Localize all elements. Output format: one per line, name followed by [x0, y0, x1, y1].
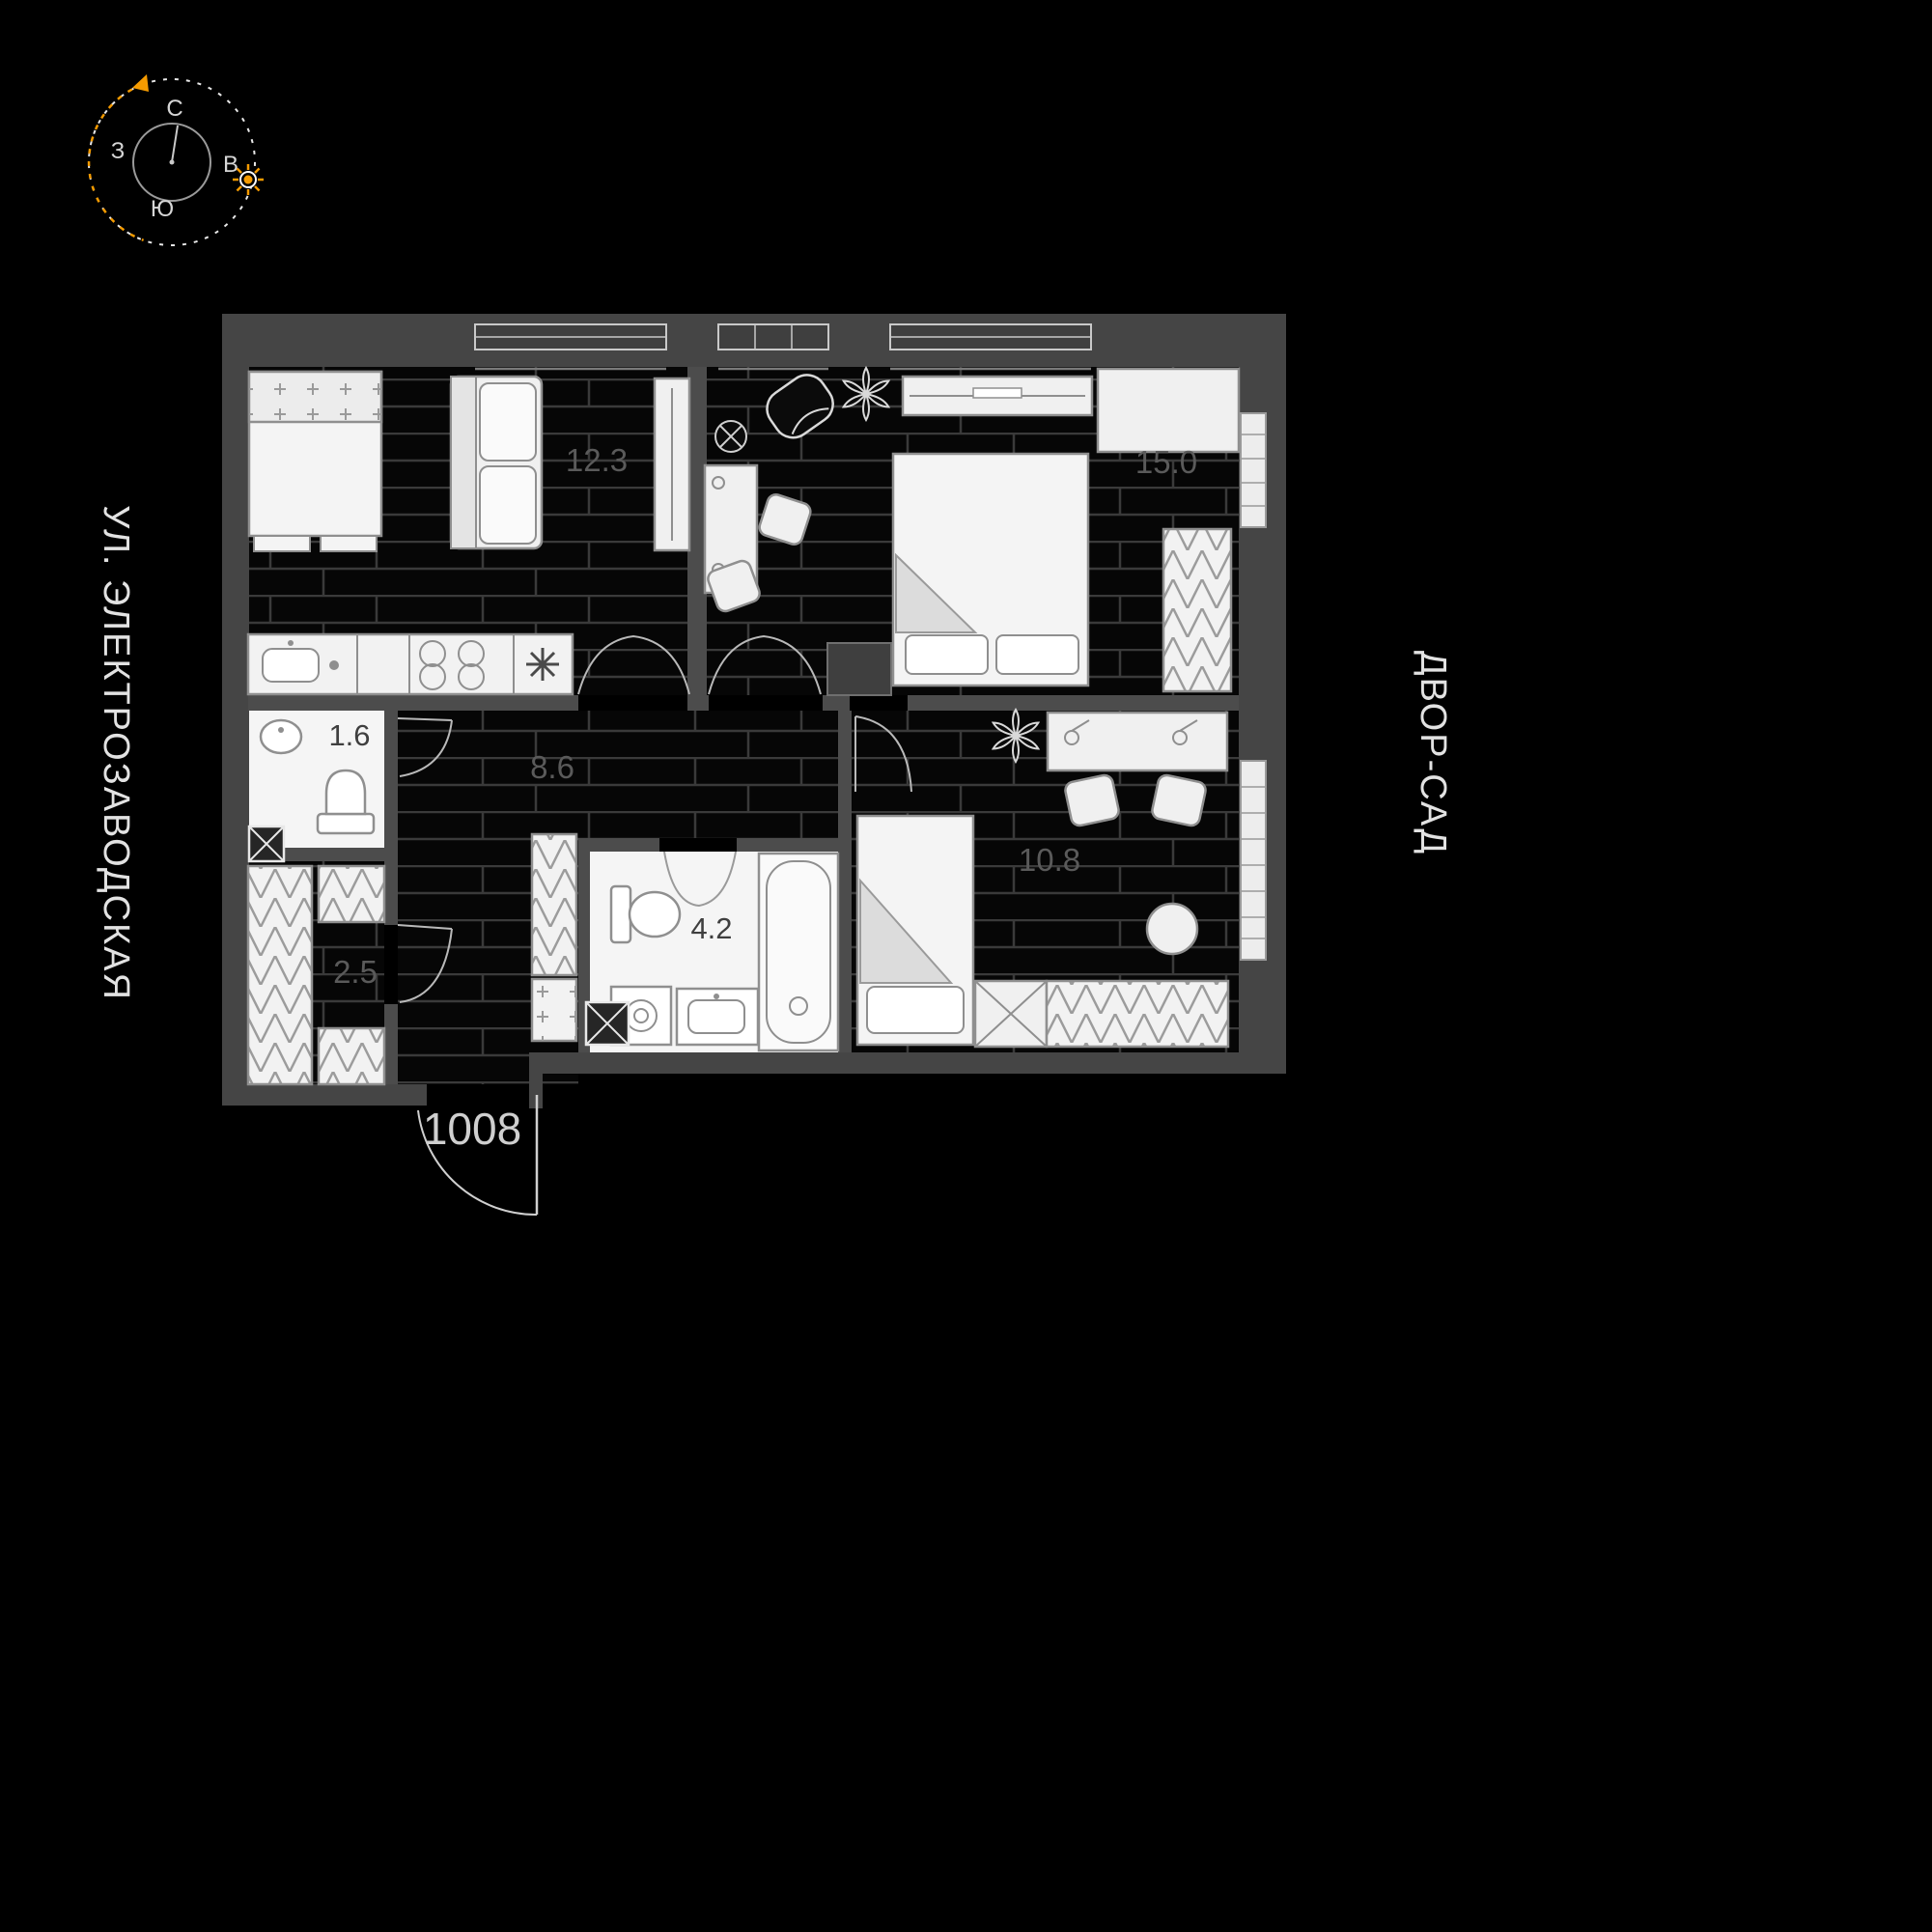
window-top-1 — [474, 323, 667, 371]
partition-row-c — [823, 695, 850, 711]
wardrobe-tall-hatched — [246, 864, 314, 1086]
bathtub — [757, 852, 840, 1052]
living-room-door-swing — [577, 634, 690, 695]
compass-needle — [171, 125, 179, 163]
hallway-floor — [398, 711, 838, 1084]
window-right-2 — [1240, 760, 1267, 961]
living-room-area-label: 12.3 — [566, 442, 628, 478]
partition-row-a — [248, 695, 578, 711]
partition-row-b — [687, 695, 709, 711]
window-top-2 — [889, 323, 1092, 371]
wardrobe-area-label: 2.5 — [333, 954, 378, 990]
tv-panel — [653, 377, 691, 552]
wardrobe-wall-lower — [384, 1004, 398, 1084]
hallway-area-label: 8.6 — [530, 749, 574, 785]
wc-right-wall — [384, 697, 398, 861]
electrical-panel — [530, 977, 578, 1043]
compass: С В Ю З — [87, 74, 264, 246]
sofa — [449, 375, 544, 550]
wc-bottom-wall — [248, 848, 398, 861]
compass-center-dot — [169, 159, 175, 165]
wc-door-swing — [399, 719, 453, 777]
bedroom-area-label: 15.0 — [1135, 444, 1197, 480]
entrance: 1008 — [417, 1095, 539, 1217]
ceiling-lamp-icon — [714, 420, 747, 453]
sun-path-arrow-icon — [132, 74, 149, 92]
sun-icon — [233, 164, 264, 195]
street-label-left: УЛ. ЭЛЕКТРОЗАВОДСКАЯ — [96, 505, 136, 1001]
sun-path-arc — [87, 83, 145, 241]
wc: 1.6 — [247, 718, 376, 863]
wardrobe-lower-hatched — [317, 1026, 386, 1086]
apartment-number: 1008 — [423, 1104, 521, 1154]
hallway: 8.6 — [530, 749, 578, 1043]
double-bed — [891, 452, 1090, 687]
desk-long — [1046, 711, 1229, 772]
compass-east-label: В — [223, 152, 238, 178]
wall-bottom-right — [543, 1052, 1286, 1074]
wardrobe-wall-upper — [384, 861, 398, 925]
desk-chair — [1151, 773, 1207, 827]
faucet-icon — [329, 660, 339, 670]
wall-bottom-left — [222, 1084, 427, 1106]
wc-door-leaf — [397, 717, 453, 721]
bathroom: 4.2 — [584, 851, 840, 1052]
wardrobe-bottom — [973, 979, 1230, 1049]
wall-left — [222, 314, 249, 1106]
bedroom-2-door-swing — [854, 715, 912, 793]
door-swings — [397, 634, 912, 1003]
living-room: 12.3 — [246, 370, 691, 696]
wardrobe-hatched — [1162, 527, 1233, 693]
duct-shaft — [826, 642, 892, 696]
bathroom-area-label: 4.2 — [690, 911, 732, 945]
ventilation-shaft — [247, 825, 286, 863]
compass-south-label: Ю — [151, 196, 174, 222]
partition-living-bedroom — [687, 367, 707, 695]
bedroom-2: 10.8 — [855, 709, 1230, 1049]
entry-door-swing — [417, 1109, 538, 1217]
bed — [247, 370, 383, 552]
desk-chair — [1064, 773, 1120, 827]
desk-chair — [758, 493, 812, 546]
bathroom-right-wall — [838, 711, 852, 1052]
ventilation-shaft — [584, 1000, 630, 1047]
stove — [419, 640, 485, 690]
windows — [474, 323, 1267, 961]
balcony-door — [717, 323, 829, 371]
wc-area-label: 1.6 — [328, 718, 370, 752]
bathroom-top-wall-right — [737, 838, 850, 852]
wc-sink — [259, 718, 303, 755]
entry-door-jamb — [529, 1052, 543, 1108]
compass-inner-circle — [132, 123, 211, 202]
kitchen-sink — [262, 640, 320, 683]
stool — [1145, 902, 1199, 956]
bedroom-door-swing — [708, 634, 822, 695]
bathroom-sink — [675, 987, 760, 1047]
hall-wardrobe-hatched — [530, 832, 578, 977]
street-label-right: ДВОР-САД — [1413, 651, 1453, 855]
armchair — [766, 374, 834, 439]
toilet — [316, 769, 376, 835]
compass-north-label: С — [166, 96, 182, 122]
bathroom-top-wall-left — [578, 838, 659, 852]
toilet — [609, 884, 682, 944]
dresser — [901, 375, 1094, 417]
kitchen-counter — [246, 632, 574, 696]
wardrobe-upper-hatched — [317, 864, 386, 924]
compass-dashed-ring — [88, 78, 256, 246]
bedroom-2-area-label: 10.8 — [1019, 842, 1080, 878]
single-bed — [855, 814, 975, 1047]
window-right-1 — [1240, 412, 1267, 528]
partition-row-d — [908, 695, 1239, 711]
wardrobe-door-leaf — [397, 924, 453, 930]
wardrobe-room: 2.5 — [246, 864, 386, 1086]
desk-chair — [707, 559, 761, 613]
wardrobe-block — [1096, 367, 1241, 454]
compass-west-label: З — [111, 138, 126, 164]
bathroom-door-swing — [663, 851, 737, 908]
wardrobe-door-swing — [399, 928, 453, 1003]
fridge-symbol-icon — [526, 648, 559, 681]
bedroom: 15.0 — [703, 367, 1241, 693]
